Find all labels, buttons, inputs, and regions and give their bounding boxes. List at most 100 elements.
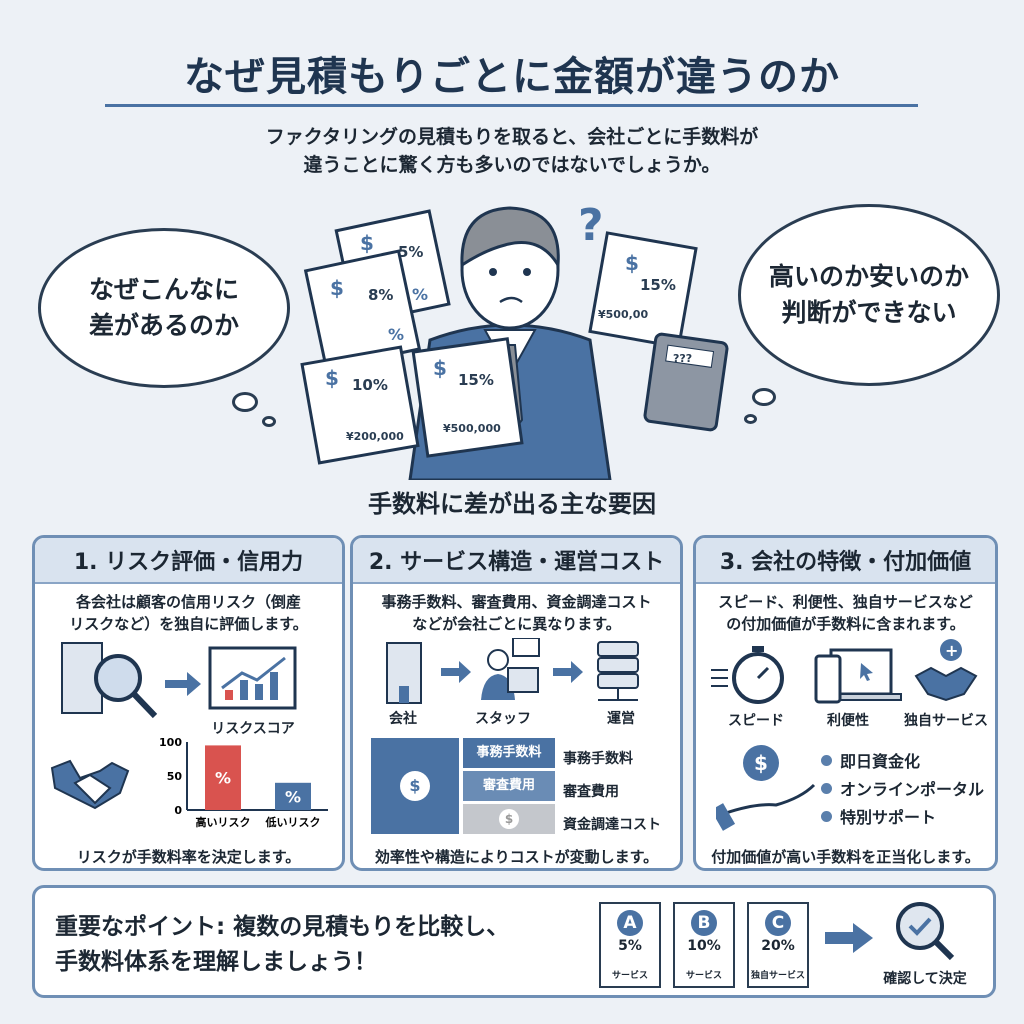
panel-title: 3. 会社の特徴・付加価値 [696, 538, 995, 584]
stopwatch-icon [711, 646, 784, 704]
bullet-text: オンラインポータル [840, 780, 985, 799]
key-point-line: 手数料体系を理解しましょう！ [55, 948, 377, 975]
bubble-right-line-2: 判断ができない [781, 298, 957, 327]
cost-block: $ [463, 804, 555, 834]
dollar-coin-icon: $ [400, 771, 430, 801]
svg-text:15%: 15% [458, 371, 494, 389]
risk-score-label: リスクスコア [211, 721, 295, 737]
svg-text:%: % [388, 325, 404, 344]
svg-text:$: $ [754, 751, 768, 775]
quote-rate: 10% [687, 938, 721, 954]
svg-text:???: ??? [673, 352, 692, 365]
quote-document-icon: 15% ¥500,00 $ [588, 231, 698, 349]
handshake-icon [50, 759, 130, 810]
confused-businessman-illustration: ? 5%%$ 8%%$ 10%¥200,000$ 15%¥500,000$ 15… [300, 200, 729, 480]
svg-text:15%: 15% [640, 276, 676, 294]
hand-coin-icon: $ [716, 745, 816, 831]
quote-document-icon: 10% ¥200,000 $ [300, 345, 420, 465]
factor-panel-service-cost: 2. サービス構造・運営コスト 事務手数料、審査費用、資金調達コストなどが会社ご… [350, 535, 683, 871]
panel-footer: 効率性や構造によりコストが変動します。 [374, 848, 659, 866]
quote-document-icon: 8%%$ [303, 249, 422, 371]
bullet-text: 即日資金化 [840, 752, 921, 771]
title-underline [105, 104, 918, 107]
risk-score-chart-icon [208, 646, 297, 710]
y-tick-label: 0 [174, 804, 182, 817]
bullet-text: 特別サポート [840, 808, 937, 827]
svg-text:%: % [412, 285, 428, 304]
category-label: 低いリスク [265, 815, 321, 829]
factor-panel-risk: 1. リスク評価・信用力 各会社は顧客の信用リスク（倒産リスクなど）を独自に評価… [32, 535, 345, 871]
cost-block: 審査費用 [463, 771, 555, 801]
svg-text:¥500,00: ¥500,00 [598, 308, 648, 321]
subtitle-line-1: ファクタリングの見積もりを取ると、会社ごとに手数料が [265, 126, 759, 148]
svg-text:¥200,000: ¥200,000 [346, 430, 404, 443]
calculator-icon: ??? [643, 332, 729, 432]
quote-service: 独自サービス [750, 971, 805, 981]
svg-text:$: $ [360, 231, 374, 255]
svg-text:+: + [945, 641, 958, 660]
bar [275, 782, 311, 810]
arrow-icon [553, 661, 583, 683]
building-icon [386, 642, 422, 704]
quote-letter: A [617, 910, 643, 936]
quote-rate: 5% [618, 938, 642, 954]
panel-desc-line: スピード、利便性、独自サービスなど [718, 593, 973, 611]
arrow-right-icon [825, 923, 873, 953]
svg-text:$: $ [325, 366, 339, 390]
svg-text:5%: 5% [398, 243, 423, 261]
panel-footer: リスクが手数料率を決定します。 [76, 848, 301, 866]
panel-desc-line: 事務手数料、審査費用、資金調達コスト [381, 593, 652, 611]
cost-total-block: $ [371, 738, 459, 834]
staff-computer-icon [481, 638, 540, 700]
factor-panel-value-added: 3. 会社の特徴・付加価値 スピード、利便性、独自サービスなどの付加価値が手数料… [693, 535, 998, 871]
bubble-right-line-1: 高いのか安いのか [768, 261, 969, 291]
quote-card-c: C 20% 独自サービス [747, 902, 809, 988]
cost-label: 審査費用 [563, 784, 619, 800]
panel-desc-line: 各会社は顧客の信用リスク（倒産 [75, 593, 301, 611]
dollar-coin-icon: $ [499, 809, 519, 829]
svg-text:10%: 10% [352, 376, 388, 394]
quote-letter: B [691, 910, 717, 936]
panel-footer: 付加価値が高い手数料を正当化します。 [711, 848, 980, 866]
flow-label: 会社 [389, 711, 417, 727]
quote-letter: C [765, 910, 791, 936]
bubble-tail-dot [232, 392, 258, 412]
bullet-dot-icon [821, 810, 832, 822]
panel-title: 2. サービス構造・運営コスト [353, 538, 680, 584]
risk-assessment-flow [61, 642, 297, 719]
arrow-icon [165, 672, 201, 696]
panel-desc-line: の付加価値が手数料に含まれます。 [726, 614, 965, 633]
svg-text:$: $ [433, 356, 447, 380]
bar [205, 745, 241, 810]
bar-label: % [215, 769, 231, 788]
server-icon [597, 641, 639, 701]
key-point-line: 重要なポイント: 複数の見積もりを比較し、 [55, 914, 510, 940]
bubble-tail-dot [744, 414, 757, 424]
category-label: 高いリスク [196, 815, 251, 829]
bullet-dot-icon [821, 754, 832, 766]
subtitle-line-2: 違うことに驚く方も多いのではないでしょうか。 [303, 154, 721, 176]
flow-label: 運営 [607, 711, 635, 727]
icon-label: 独自サービス [904, 713, 988, 729]
svg-text:8%: 8% [368, 286, 393, 304]
service-flow [386, 638, 639, 704]
quote-document-icon: 15% ¥500,000 $ [411, 337, 524, 458]
quote-rate: 20% [761, 938, 795, 954]
icon-label: スピード [728, 713, 784, 729]
cost-label: 資金調達コスト [563, 817, 661, 833]
panel-desc-line: などが会社ごとに異なります。 [412, 614, 621, 633]
value-icons: + [711, 639, 978, 704]
bubble-left-line-2: 差があるのか [88, 311, 239, 340]
bubble-left-line-1: なぜこんなに [88, 274, 239, 304]
flow-label: スタッフ [475, 711, 531, 727]
icon-label: 利便性 [827, 713, 869, 729]
bubble-tail-dot [262, 416, 276, 427]
page-title: なぜ見積もりごとに金額が違うのか [184, 54, 840, 100]
bullet-item: 特別サポート [821, 802, 984, 830]
svg-text:¥500,000: ¥500,000 [443, 422, 501, 435]
svg-text:$: $ [625, 251, 639, 275]
cost-label: 事務手数料 [563, 751, 633, 767]
